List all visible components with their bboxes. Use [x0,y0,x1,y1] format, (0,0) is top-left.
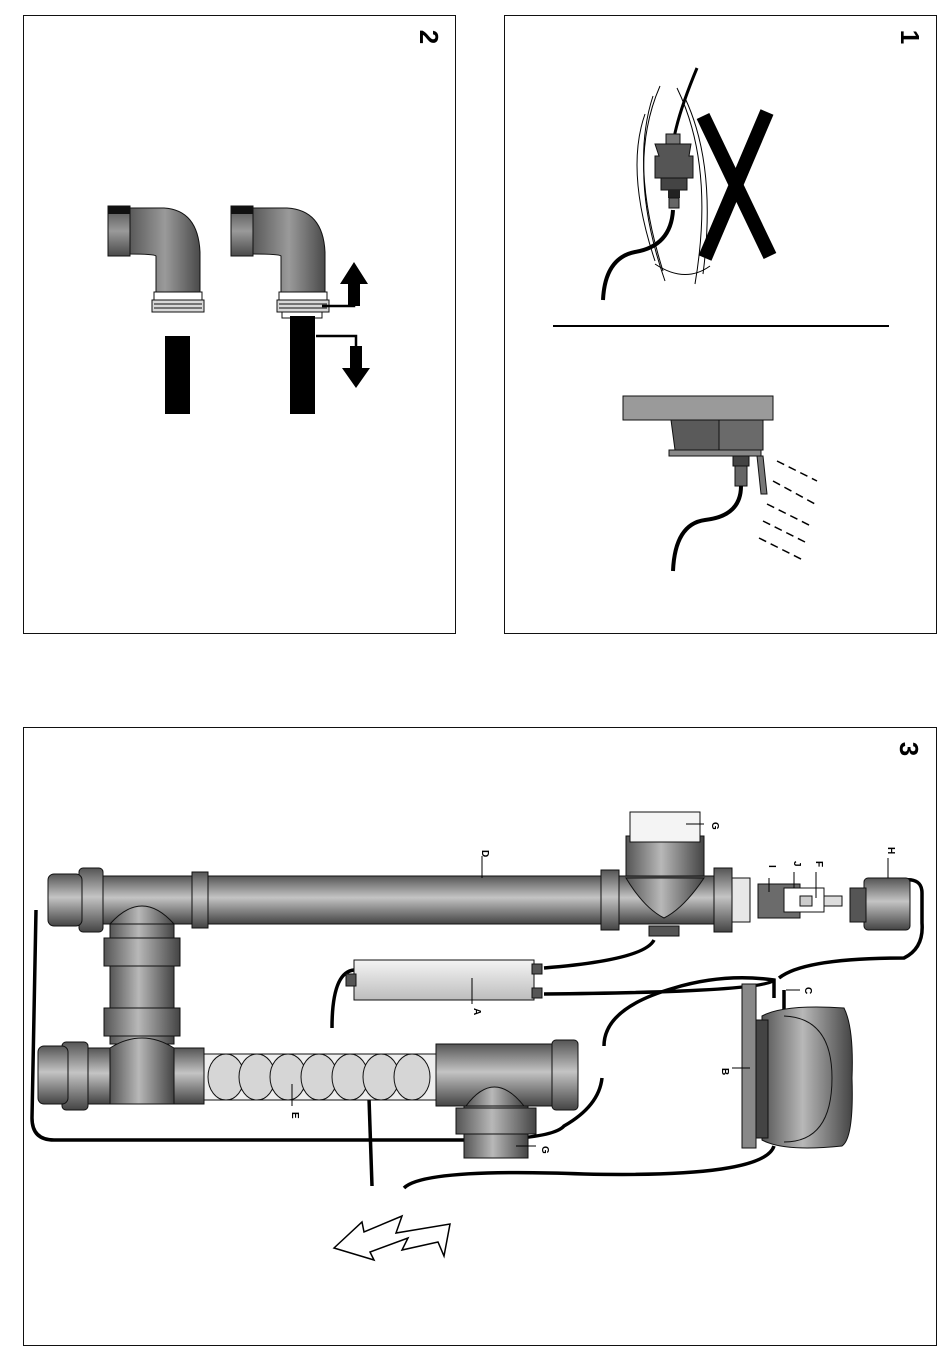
panel-2: 2 [23,15,456,634]
panel-3: 3 [23,727,937,1346]
panel-1-drawing [505,16,938,635]
pipe-right [290,316,315,414]
label-G-bottom: G [539,1146,550,1154]
water-spray-icon [759,461,817,560]
label-D: D [479,850,490,857]
label-J: J [791,861,802,867]
label-F: F [813,861,824,867]
elbow-fitting-left [108,206,204,312]
electric-lightning-icon [334,1216,450,1260]
wall-board [742,984,756,1148]
label-H: H [885,847,896,854]
elbow-fitting-right [231,206,329,318]
label-C: C [802,987,813,994]
wet-plug-icon [603,68,710,300]
label-E: E [289,1112,300,1119]
wall-mounted-unit [623,396,773,571]
arrow-up-icon [322,262,368,306]
arrow-down-icon [316,336,370,388]
panel-1: 1 [504,15,937,634]
pipe-left [165,336,190,414]
vertical-connector [104,906,180,1044]
label-B: B [719,1068,730,1075]
lamp-socket-assembly [758,878,910,930]
prohibited-x-icon [703,112,770,258]
label-G-top: G [709,822,720,830]
panel-3-drawing: D G A C E B G I J F H [24,728,938,1347]
label-A: A [471,1008,482,1015]
panel-2-drawing [24,16,457,635]
pump-unit [756,1007,852,1148]
label-I: I [766,865,777,868]
ballast-box [346,960,542,1000]
